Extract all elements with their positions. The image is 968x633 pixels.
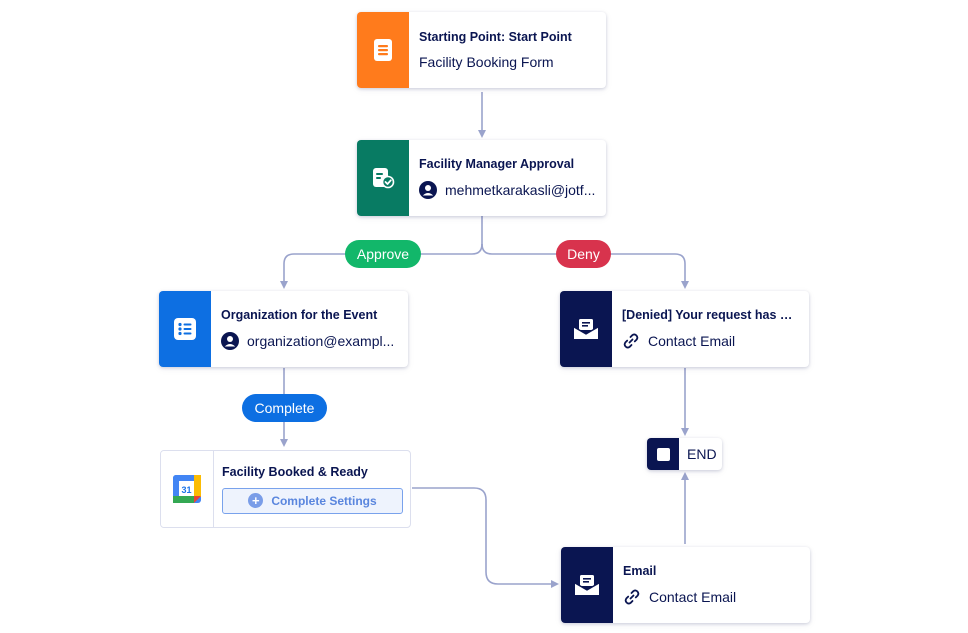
form-icon-box [357,12,409,88]
approval-icon-box [357,140,409,216]
calendar-day-number: 31 [181,485,191,495]
approval-icon [373,168,395,189]
denied-email-title: [Denied] Your request has be... [622,308,799,322]
user-avatar-icon [419,181,437,199]
checklist-icon-box [159,291,211,367]
organization-assignee: organization@exampl... [221,332,398,350]
user-avatar-icon [221,332,239,350]
denied-email-recipient: Contact Email [622,332,799,350]
connector-calendar-to-email [412,487,559,588]
complete-settings-button[interactable]: + Complete Settings [222,487,403,514]
end-icon-box [647,438,679,470]
start-point-title: Starting Point: Start Point [419,30,572,44]
organization-title: Organization for the Event [221,308,378,322]
start-point-body: Starting Point: Start Point Facility Boo… [409,12,606,88]
google-calendar-icon: 31 [173,475,201,503]
checklist-icon [174,318,196,340]
form-icon [374,39,392,61]
email-recipient-label: Contact Email [649,589,737,605]
email-icon-box [560,291,612,367]
approval-title: Facility Manager Approval [419,157,575,171]
start-point-form-name: Facility Booking Form [419,54,554,70]
connector-branch-deny [481,243,689,289]
approval-assignee-email: mehmetkarakasli@jotf... [445,182,596,198]
calendar-node[interactable]: 31 Facility Booked & Ready + Complete Se… [160,450,411,528]
end-node[interactable]: END [647,438,722,470]
complete-settings-label: Complete Settings [271,493,377,508]
link-icon [623,333,639,349]
start-point-node[interactable]: Starting Point: Start Point Facility Boo… [357,12,606,88]
denied-email-recipient-label: Contact Email [648,333,736,349]
email-body: Email Contact Email [613,547,810,623]
email-icon [574,575,600,595]
email-recipient: Contact Email [623,588,800,606]
stop-square-icon [656,447,670,461]
organization-task-node[interactable]: Organization for the Event organization@… [159,291,408,367]
email-node[interactable]: Email Contact Email [561,547,810,623]
email-icon [573,319,599,339]
denied-email-body: [Denied] Your request has be... Contact … [612,291,809,367]
calendar-icon-box: 31 [161,451,214,527]
organization-assignee-email: organization@exampl... [247,333,395,349]
calendar-title: Facility Booked & Ready [222,464,368,479]
organization-body: Organization for the Event organization@… [211,291,408,367]
link-icon [624,589,640,605]
plus-icon: + [248,493,264,508]
connector-branch-approve [280,243,483,289]
calendar-body: Facility Booked & Ready + Complete Setti… [214,451,410,527]
end-label: END [687,446,717,462]
deny-branch-label[interactable]: Deny [556,240,611,268]
approve-branch-label[interactable]: Approve [345,240,421,268]
email-title: Email [623,564,657,578]
email-icon-box [561,547,613,623]
approval-assignee: mehmetkarakasli@jotf... [419,181,596,199]
denied-email-node[interactable]: [Denied] Your request has be... Contact … [560,291,809,367]
start-point-subtitle: Facility Booking Form [419,54,596,70]
approval-node[interactable]: Facility Manager Approval mehmetkarakasl… [357,140,606,216]
approval-body: Facility Manager Approval mehmetkarakasl… [409,140,606,216]
complete-branch-label[interactable]: Complete [242,394,327,422]
